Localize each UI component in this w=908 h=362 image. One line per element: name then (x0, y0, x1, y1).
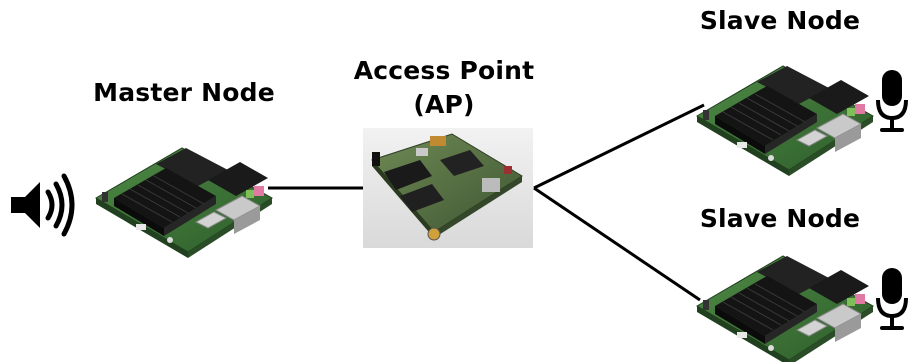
link-ap-slave-top (533, 103, 705, 190)
slave-node-label-top: Slave Node (699, 6, 861, 35)
microphone-icon (876, 70, 908, 132)
access-point-label: Access Point (AP) (344, 54, 544, 122)
link-ap-slave-bottom (533, 186, 701, 302)
slave-node-board-bottom (696, 255, 874, 362)
microphone-icon (876, 268, 908, 330)
slave-node-label-bottom: Slave Node (699, 204, 861, 233)
master-node-label: Master Node (93, 78, 275, 107)
access-point-label-line2: (AP) (413, 90, 475, 119)
slave-node-board-top (696, 65, 874, 177)
access-point-board (363, 128, 533, 248)
access-point-label-line1: Access Point (353, 56, 535, 85)
master-node-board (95, 147, 273, 259)
speaker-icon (11, 173, 75, 237)
